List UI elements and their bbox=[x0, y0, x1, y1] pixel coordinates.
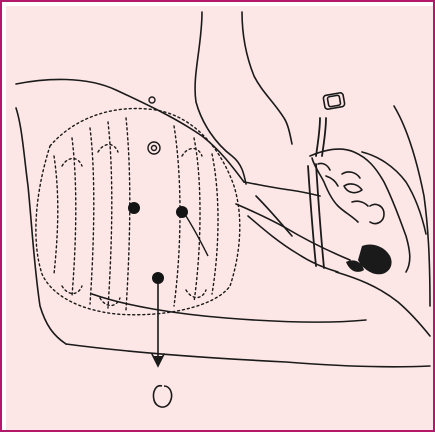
illustration-panel bbox=[6, 6, 433, 430]
et-tube-connector bbox=[323, 92, 345, 109]
marker-dot-left bbox=[128, 202, 140, 214]
patient-illustration bbox=[6, 6, 433, 430]
marker-dot-lower bbox=[152, 272, 164, 284]
